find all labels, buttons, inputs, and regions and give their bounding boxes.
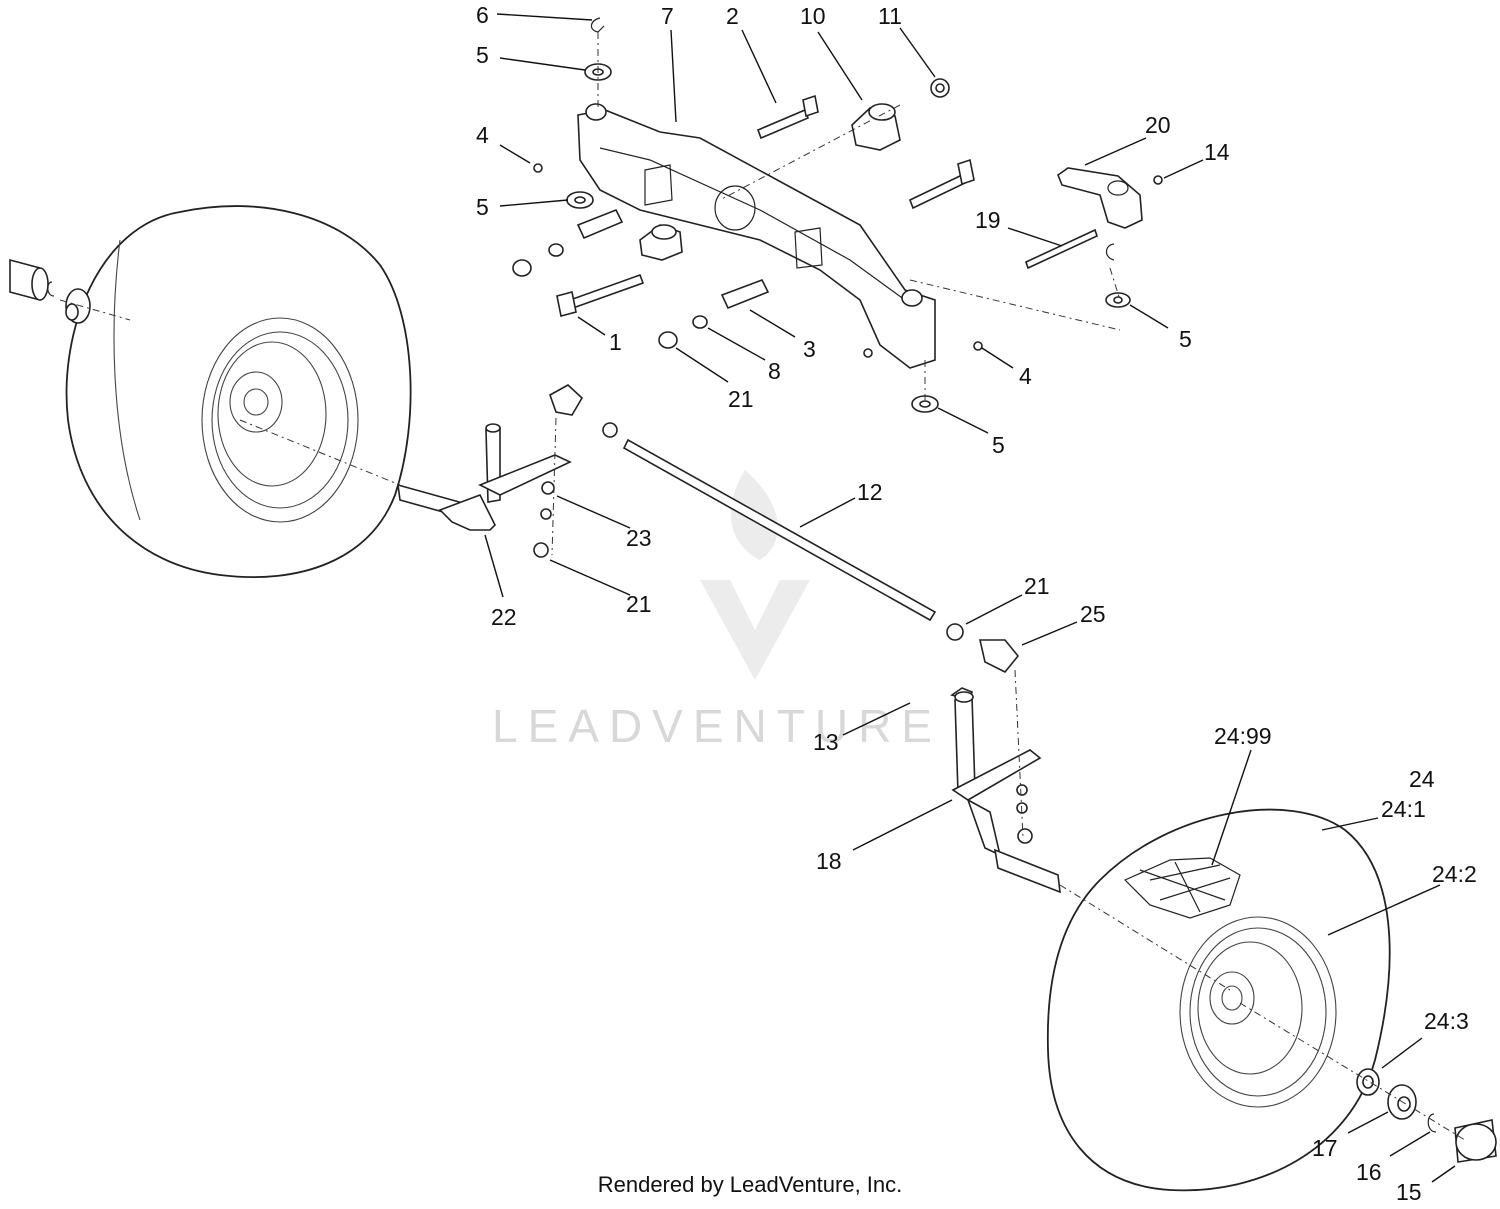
callout-7: 7 [661,3,674,29]
callout-24-1: 24:1 [1381,796,1426,822]
callout-17: 17 [1312,1135,1338,1161]
tie-rod [622,438,937,622]
left-wheel-rim [201,317,359,523]
callout-21-top: 21 [728,386,754,412]
callout-13: 13 [813,729,839,755]
left-hub-cap-parts [9,258,91,324]
callout-6: 6 [476,2,489,28]
callout-2: 2 [726,3,739,29]
callout-24-3: 24:3 [1424,1008,1469,1034]
left-tire [65,205,412,579]
render-credit: Rendered by LeadVenture, Inc. [597,1172,903,1197]
callout-1: 1 [609,329,622,355]
right-tire [1046,808,1391,1192]
left-wheel-hub [229,371,283,433]
callout-labels: 6 5 4 5 7 2 10 11 20 14 19 5 4 5 1 3 8 2… [476,2,1477,1205]
callout-12: 12 [857,479,883,505]
callout-4-left: 4 [476,122,489,148]
tread-pattern [1123,857,1241,919]
right-hub-parts [1356,1068,1497,1163]
callout-5-top: 5 [476,42,489,68]
callout-8: 8 [768,358,781,384]
right-spindle [950,687,1061,894]
right-wheel-assembly [1046,808,1391,1192]
callout-5-left: 5 [476,194,489,220]
left-spindle [397,384,618,558]
callout-11: 11 [878,3,902,29]
tie-rod-end [978,639,1020,674]
axle-hardware [512,17,1131,413]
callout-21-right: 21 [1024,573,1050,599]
callout-22: 22 [491,604,517,630]
steering-arm [1025,167,1163,270]
callout-25: 25 [1080,601,1106,627]
callout-5-right: 5 [1179,326,1192,352]
callout-10: 10 [800,3,826,29]
callout-3: 3 [803,336,816,362]
callout-15: 15 [1396,1179,1422,1205]
callout-20: 20 [1145,112,1171,138]
tie-rod-nut [946,623,964,641]
callout-16: 16 [1356,1159,1382,1185]
callout-4-right: 4 [1019,363,1032,389]
callout-24-99: 24:99 [1214,723,1272,749]
callout-24-2: 24:2 [1432,861,1477,887]
right-wheel-hub [1209,971,1255,1025]
callout-5-bottom: 5 [992,432,1005,458]
callout-19: 19 [975,207,1001,233]
front-axle-beam [577,103,936,369]
leader-lines [484,13,1456,1183]
callout-18: 18 [816,848,842,874]
left-wheel-assembly [65,205,412,579]
watermark-text: LEADVENTURE [492,700,942,752]
callout-21-left: 21 [626,591,652,617]
callout-14: 14 [1204,139,1230,165]
assembly-centerlines [59,32,1466,1141]
right-wheel-rim [1179,916,1337,1108]
callout-24: 24 [1409,766,1435,792]
callout-23: 23 [626,525,652,551]
leadventure-watermark: LEADVENTURE [492,470,942,752]
